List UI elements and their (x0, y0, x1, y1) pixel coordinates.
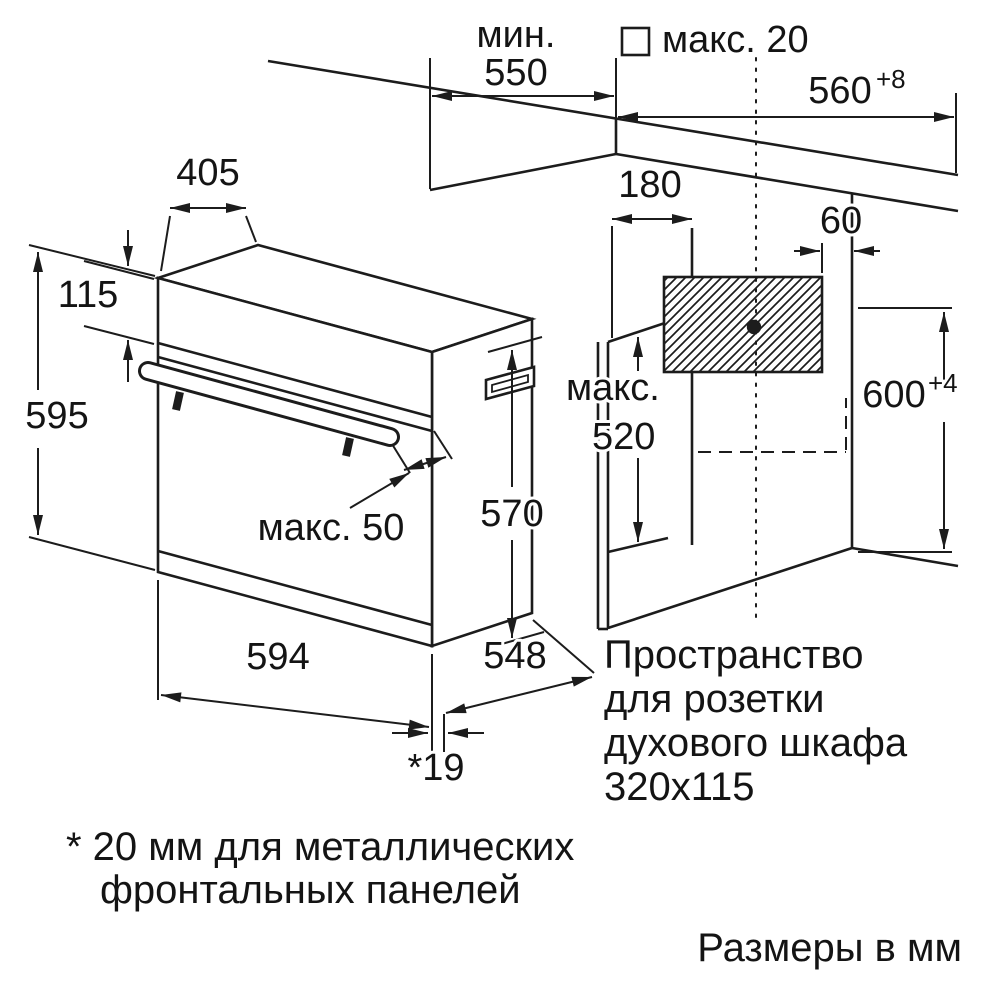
control-panel-line (157, 341, 433, 419)
dim-label-niche-height: 600 (862, 374, 925, 416)
dimension-lines (28, 26, 957, 752)
socket-note-line1: Пространство (604, 633, 864, 677)
dim-label-niche-width-tol: +8 (876, 64, 906, 94)
footnote: * 20 мм для металлических фронтальных па… (63, 822, 577, 915)
socket-note-line4: 320x115 (604, 765, 755, 809)
dim-label-top-depth: 405 (176, 152, 239, 194)
footnote-line2: фронтальных панелей (100, 868, 521, 912)
socket-note-line2: для розетки (604, 677, 824, 721)
dim-label-body-height: 570 (480, 493, 543, 535)
dim-label-socket-margin: 60 (820, 200, 862, 242)
dim-label-panel-height: 115 (58, 274, 119, 316)
dim-label-niche-height-tol: +4 (928, 368, 958, 398)
oven-front-face (156, 276, 434, 648)
dim-label-max-recess-1: макс. (566, 367, 660, 409)
socket-space-hatched-area (662, 275, 824, 374)
dim-label-niche-width: 560 (808, 70, 871, 112)
oven (138, 243, 537, 648)
dim-label-min-550: 550 (484, 52, 547, 94)
dim-label-oven-height: 595 (25, 395, 88, 437)
dim-label-handle-depth: макс. 50 (258, 507, 405, 549)
dim-label-door-protrusion: *19 (407, 747, 464, 789)
dim-label-oven-depth: 548 (483, 635, 546, 677)
dim-label-min-prefix: мин. (477, 14, 556, 56)
dim-label-oven-width: 594 (246, 636, 309, 678)
units-note: Размеры в мм (697, 926, 962, 970)
counter-lines (267, 59, 959, 213)
socket-dot (746, 319, 762, 335)
dim-label-wall-gap: макс. 20 (662, 19, 809, 61)
dim-label-max-recess-2: 520 (592, 416, 655, 458)
cabinet-niche (596, 57, 959, 631)
socket-note: Пространство для розетки духового шкафа … (601, 630, 911, 812)
footnote-line1: * 20 мм для металлических (66, 825, 574, 869)
socket-note-line3: духового шкафа (604, 721, 908, 765)
oven-side-face (430, 317, 534, 648)
wall-gap-symbol (620, 26, 651, 57)
dimension-labels: мин. 550 макс. 20 560 +8 405 115 595 180… (22, 11, 960, 792)
dim-label-socket-offset: 180 (618, 164, 681, 206)
